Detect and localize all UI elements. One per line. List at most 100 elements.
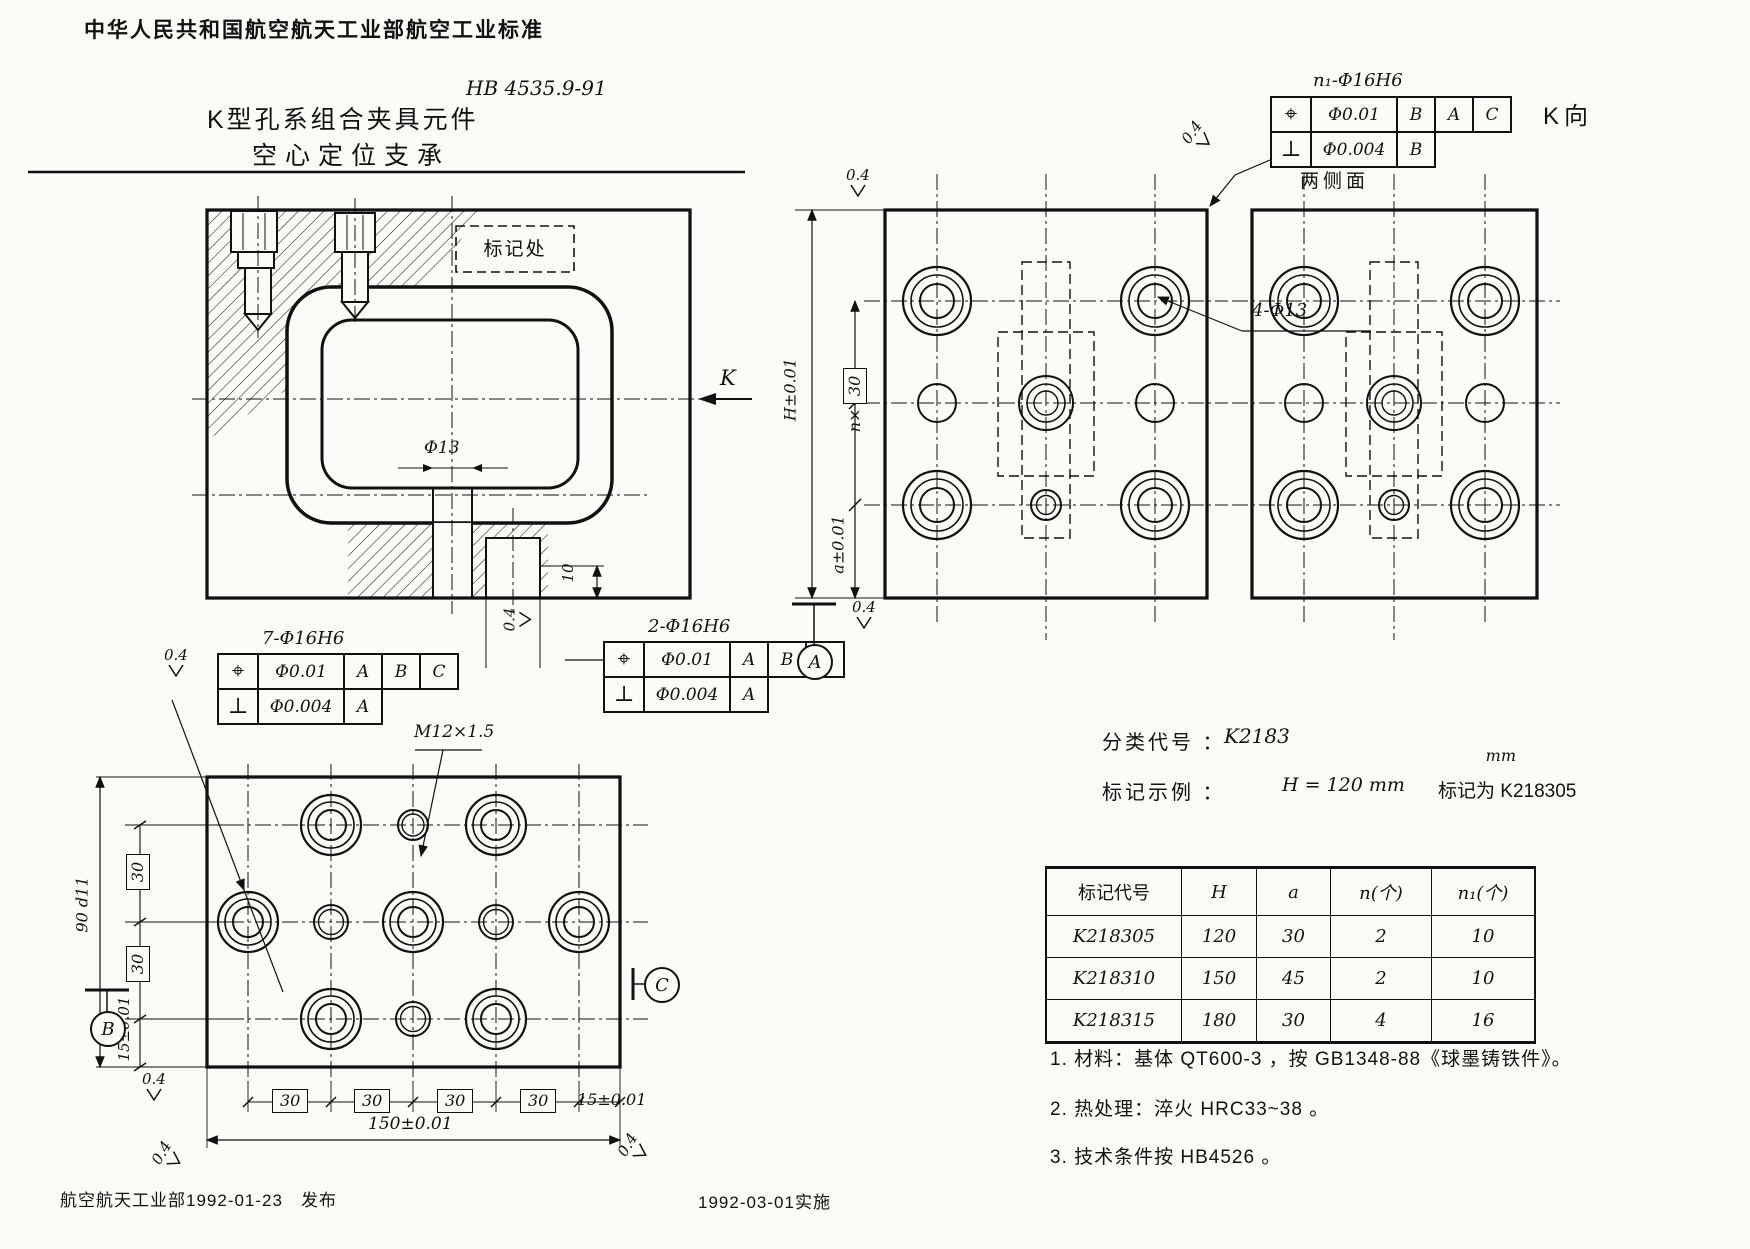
dim-pitch-box: 30	[354, 1089, 391, 1113]
fcf-left-label: 7-Φ16H6	[262, 628, 345, 649]
fcf-row: ⊥ Φ0.004 A	[603, 676, 769, 713]
col-header: H	[1182, 869, 1257, 915]
datum-a-circle: A	[797, 644, 833, 680]
dim-row-pitch: 30	[126, 852, 150, 892]
surface-finish-mark: 0.4	[148, 1138, 186, 1174]
dim-col-pitch: 30	[520, 1089, 557, 1113]
surface-finish-value: 0.4	[852, 598, 876, 616]
col-header: n₁(个)	[1457, 883, 1509, 904]
footer-issued: 航空航天工业部1992-01-23 发布	[60, 1191, 337, 1210]
marking-example-label: 标记示例 ：	[1102, 782, 1226, 804]
position-symbol: ⌖	[217, 653, 259, 690]
surface-finish-mark: 0.4	[846, 168, 870, 197]
tolerance-value: Φ0.01	[257, 653, 345, 690]
tolerance-value: Φ0.004	[257, 688, 345, 725]
note-material: 1. 材料：基体 QT600-3 ，按 GB1348-88《球墨铸铁件》。	[1050, 1049, 1572, 1070]
dim-pitch-box: 30	[272, 1089, 309, 1113]
code-cell: K218315	[1047, 1000, 1182, 1041]
fcf-row: ⊥ Φ0.004 B	[1270, 131, 1436, 168]
footer-effective: 1992-03-01实施	[698, 1193, 831, 1212]
datum-b-circle: B	[90, 1011, 126, 1047]
check-icon	[168, 664, 184, 677]
n-cell: 4	[1331, 1000, 1432, 1041]
table-unit: mm	[1485, 746, 1516, 765]
a-cell: 30	[1257, 1000, 1331, 1041]
dim-pitch-box: 30	[126, 853, 150, 891]
check-icon	[856, 616, 872, 629]
col-header: a	[1257, 869, 1331, 915]
datum-ref: A	[729, 641, 769, 678]
dim-a: a±0.01	[828, 515, 848, 574]
check-icon	[166, 1151, 181, 1165]
n1-cell: 16	[1471, 1010, 1495, 1031]
a-cell: 45	[1257, 958, 1331, 999]
datum-ref: A	[343, 688, 383, 725]
col-header: n(个)	[1331, 869, 1432, 915]
dim-n-prefix: n×	[845, 408, 864, 433]
dim-150: 150±0.01	[368, 1114, 453, 1134]
classification-value: K2183	[1224, 724, 1290, 748]
perpendicularity-symbol: ⊥	[217, 688, 259, 725]
check-icon	[1195, 131, 1211, 146]
tolerance-value: Φ0.004	[1310, 131, 1398, 168]
datum-ref: C	[1472, 96, 1512, 133]
datum-ref: C	[419, 653, 459, 690]
note-heat-treatment: 2. 热处理：淬火 HRC33~38 。	[1050, 1099, 1330, 1120]
position-symbol: ⌖	[603, 641, 645, 678]
dim-n-x-30: n× 30	[843, 350, 867, 450]
tolerance-value: Φ0.004	[643, 676, 731, 713]
dim-h: H±0.01	[780, 358, 800, 421]
code-cell: K218305	[1047, 916, 1182, 957]
dim-col-pitch: 30	[437, 1089, 474, 1113]
a-cell: 30	[1257, 916, 1331, 957]
standard-org-line: 中华人民共和国航空航天工业部航空工业标准	[84, 19, 544, 42]
surface-finish-value: 0.4	[142, 1070, 166, 1088]
code-cell: K218310	[1047, 958, 1182, 999]
dim-pitch-box: 30	[126, 945, 150, 983]
check-icon	[632, 1143, 647, 1157]
fcf-top-right-label: n₁-Φ16H6	[1313, 70, 1403, 91]
dim-col-pitch: 30	[272, 1089, 309, 1113]
tolerance-value: Φ0.01	[643, 641, 731, 678]
fcf-mid: ⌖ Φ0.01 A B C ⊥ Φ0.004 A	[603, 641, 845, 713]
check-icon	[850, 184, 866, 197]
surface-finish-value: 0.4	[846, 166, 870, 184]
check-icon	[146, 1088, 162, 1101]
fcf-mid-label: 2-Φ16H6	[648, 616, 731, 637]
n-cell: 2	[1331, 958, 1432, 999]
surface-finish-value: 0.4	[164, 646, 188, 664]
h-cell: 180	[1182, 1000, 1257, 1041]
fcf-row: ⊥ Φ0.004 A	[217, 688, 383, 725]
dim-10: 10	[559, 563, 577, 583]
spec-table: 标记代号 H a n(个) n₁(个) K218305 120 30 2 10 …	[1045, 866, 1536, 1044]
dim-4-phi13: 4-Φ13	[1252, 300, 1308, 321]
datum-letter: B	[101, 1018, 115, 1040]
datum-ref: B	[1396, 131, 1436, 168]
surface-finish-mark: 0.4	[500, 607, 532, 632]
note-technical-conditions: 3. 技术条件按 HB4526 。	[1050, 1147, 1282, 1168]
datum-letter: C	[655, 974, 669, 996]
dim-phi13: Φ13	[424, 438, 460, 458]
datum-ref: A	[343, 653, 383, 690]
surface-finish-mark: 0.4	[142, 1072, 166, 1101]
dim-row-pitch: 30	[126, 944, 150, 984]
perpendicularity-symbol: ⊥	[1270, 131, 1312, 168]
drawing-title-line1: K型孔系组合夹具元件	[207, 106, 479, 134]
table-row: K218310 150 45 2 10	[1047, 958, 1534, 1000]
dim-col-pitch: 30	[354, 1089, 391, 1113]
marking-place-label: 标记处	[483, 239, 547, 260]
view3-kview	[1232, 174, 1560, 640]
view1-section	[192, 196, 752, 614]
surface-finish-mark: 0.4	[852, 600, 876, 629]
marking-example-result: 标记为 K218305	[1438, 781, 1577, 802]
n1-cell: 10	[1471, 968, 1495, 989]
surface-finish-mark: 0.4	[164, 648, 188, 677]
k-arrow-label: K	[720, 366, 736, 390]
col-header: 标记代号	[1047, 869, 1182, 915]
surface-finish-mark: 0.4	[614, 1130, 652, 1166]
surface-finish-mark: 0.4	[1178, 117, 1216, 154]
check-icon	[519, 611, 532, 628]
surface-finish-value: 0.4	[500, 607, 519, 632]
